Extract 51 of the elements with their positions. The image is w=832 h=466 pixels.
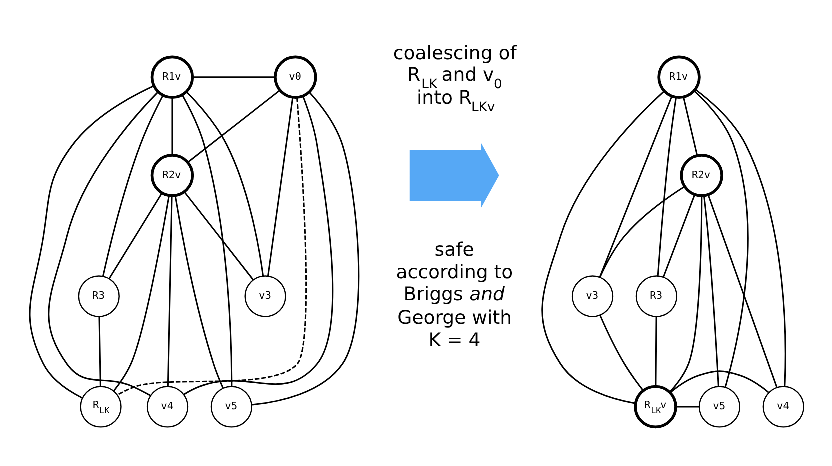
node-circle: R2v xyxy=(680,154,724,197)
node-circle: v3 xyxy=(572,275,614,317)
connector xyxy=(102,94,164,276)
connector xyxy=(174,195,224,388)
node-circle: v5 xyxy=(210,386,253,428)
connector xyxy=(182,94,233,386)
connector xyxy=(600,314,644,391)
connector xyxy=(683,96,698,156)
connector xyxy=(186,90,264,276)
connector xyxy=(108,192,163,279)
node-circle: R1v xyxy=(658,55,701,99)
connector xyxy=(184,191,254,280)
connector xyxy=(172,97,174,155)
connector xyxy=(676,406,700,408)
node-circle: R3 xyxy=(78,275,120,317)
connector xyxy=(29,84,154,398)
label: safe according to Briggs and George with K = 4 xyxy=(396,240,514,351)
node-circle: v5 xyxy=(698,386,741,428)
connector xyxy=(657,97,678,276)
connector xyxy=(167,196,173,386)
connector xyxy=(192,76,276,78)
connector xyxy=(542,90,665,404)
node-circle: v4 xyxy=(762,386,804,428)
connector xyxy=(113,195,170,392)
connector xyxy=(655,316,658,386)
node-circle: v3 xyxy=(244,275,286,317)
node-circle: R$_{LK}$v xyxy=(634,384,678,428)
node-circle: v4 xyxy=(146,386,189,428)
connector xyxy=(187,89,280,163)
connector xyxy=(184,96,334,395)
connector xyxy=(694,90,749,387)
connector xyxy=(599,186,686,278)
label: coalescing of R$_{LK}$ and v$_{0}$ into R$_{LKv}$ xyxy=(393,43,517,115)
node-circle: R3 xyxy=(636,275,678,317)
connector xyxy=(669,196,703,392)
connector xyxy=(599,96,673,278)
connector xyxy=(694,88,786,386)
connector xyxy=(252,91,360,406)
connector xyxy=(703,195,720,386)
connector xyxy=(670,370,770,393)
node-arrow xyxy=(410,142,500,208)
node-circle: v0 xyxy=(274,55,318,99)
connector xyxy=(708,194,778,388)
node-circle: R$_{LK}$ xyxy=(80,386,122,428)
connector xyxy=(662,194,696,278)
node-circle: R1v xyxy=(150,55,194,99)
connector xyxy=(117,97,307,396)
connector xyxy=(267,97,294,276)
connector xyxy=(48,91,159,396)
node-circle: R2v xyxy=(150,154,194,197)
connector xyxy=(98,316,102,386)
